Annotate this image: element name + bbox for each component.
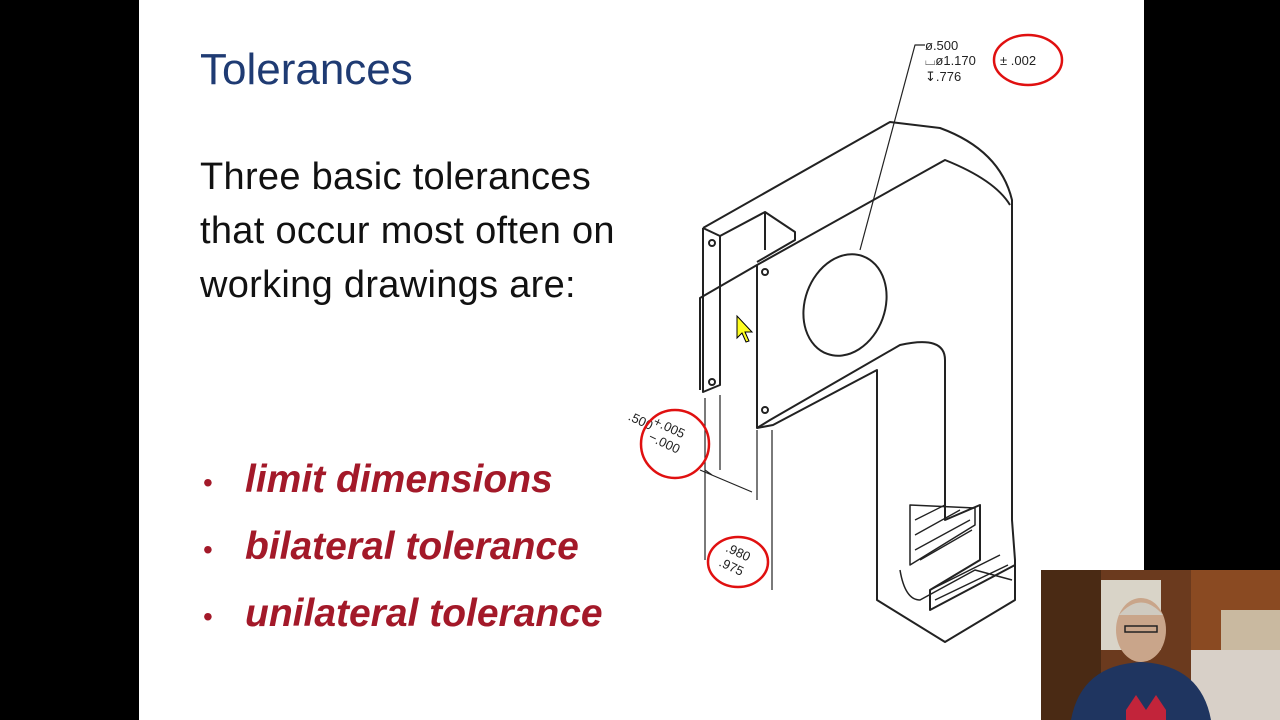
part-base-block (899, 554, 1013, 601)
technical-drawing: ø.500 ⌴ø1.170 ± .002 ↧.776 .500 +.005 −.… (626, 33, 1064, 643)
callout-leader (859, 44, 925, 251)
bullet-dot-icon: • (203, 534, 213, 565)
bullet-item: • bilateral tolerance (200, 515, 603, 582)
bullet-dot-icon: • (203, 601, 213, 632)
part-lower-leg (876, 360, 1016, 611)
part-notch (909, 504, 976, 566)
part-hole (802, 253, 888, 357)
callout-line-3: ↧.776 (925, 69, 961, 84)
bullet-label: limit dimensions (245, 458, 553, 501)
bullet-dot-icon: • (203, 467, 213, 498)
part-side-face (756, 341, 946, 520)
highlight-circle-limit (706, 535, 770, 589)
dimension-lines (699, 395, 773, 590)
callout-tolerance: ± .002 (1000, 53, 1036, 68)
highlight-circle-unilateral (639, 408, 711, 480)
slide-title: Tolerances (200, 45, 413, 94)
presenter-webcam (1041, 570, 1280, 720)
callout-line-1: ø.500 (925, 38, 958, 53)
callout-line-2: ⌴ø1.170 (925, 53, 976, 68)
bullet-label: unilateral tolerance (245, 592, 603, 635)
highlight-circle-bilateral (992, 33, 1064, 87)
part-notch-hatch (914, 504, 973, 561)
arrow-cursor-icon (736, 314, 754, 343)
slide-body-text: Three basic tolerances that occur most o… (200, 156, 615, 306)
bullet-item: • limit dimensions (200, 448, 603, 515)
bullet-item: • unilateral tolerance (200, 582, 603, 649)
bullet-list: • limit dimensions • bilateral tolerance •… (200, 448, 603, 649)
bullet-label: bilateral tolerance (245, 525, 579, 568)
slide: Tolerances Three basic tolerances that o… (139, 0, 1144, 720)
part-outline (699, 121, 1016, 643)
part-front-face (756, 159, 1011, 266)
presenter-video (1041, 570, 1280, 720)
part-slot (702, 211, 796, 393)
